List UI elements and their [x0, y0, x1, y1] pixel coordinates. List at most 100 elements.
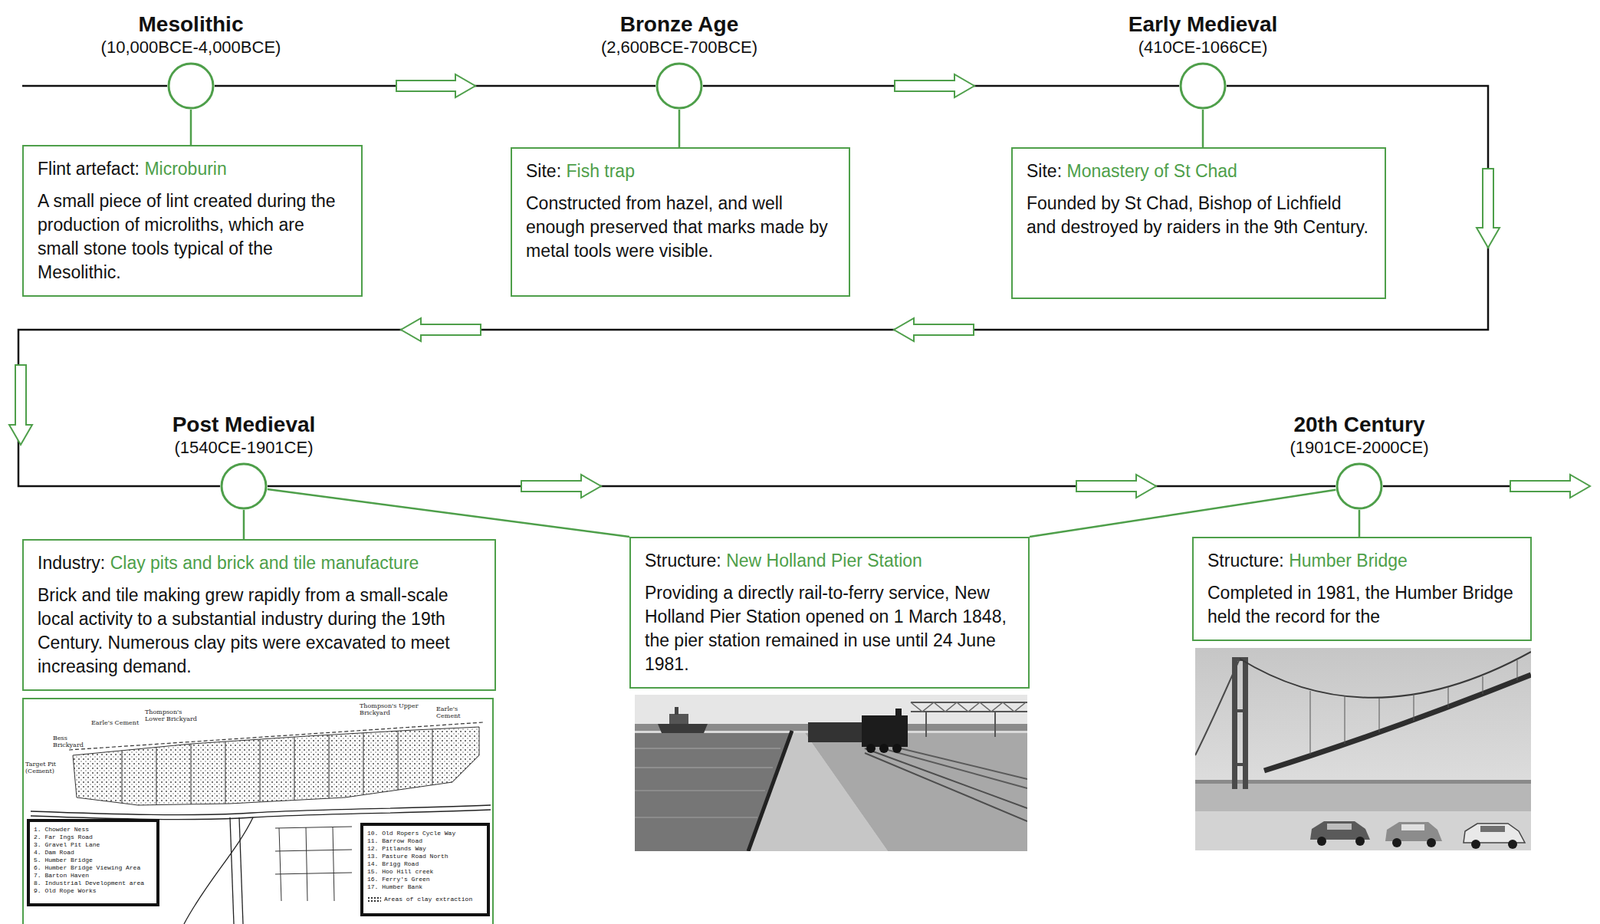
timeline-tail [1383, 485, 1512, 488]
map-key-entry: 15. Hoo Hill creek [367, 867, 486, 876]
period-circle [1335, 462, 1384, 510]
clay-pit-map-drawing [239, 817, 244, 924]
clay-pit-map-drawing [22, 698, 493, 924]
bridge-photo [1392, 837, 1402, 848]
box-body: A small piece of lint created during the… [37, 189, 348, 285]
map-key-entry: 13. Pasture Road North [367, 852, 486, 861]
box-heading: Structure:New Holland Pier Station [644, 548, 1015, 572]
box-body: Constructed from hazel, and well enough … [525, 191, 835, 263]
bridge-photo [1355, 836, 1365, 846]
bridge-photo [1482, 676, 1484, 694]
map-key-entry: 1. Chowder Ness [33, 825, 155, 834]
bridge-photo [1379, 697, 1380, 733]
bridge-photo [1317, 836, 1327, 846]
map-key-entry: 8. Industrial Development area [33, 879, 155, 888]
pier-photo [861, 715, 908, 747]
info-box: Site:Monastery of St ChadFounded by St C… [1011, 147, 1387, 299]
box-body: Providing a directly rail-to-ferry servi… [644, 581, 1015, 677]
clay-pit-map-drawing [156, 728, 158, 809]
heading-kind: Industry: [37, 552, 106, 573]
pier-photo [925, 711, 927, 737]
bridge-photo [1232, 762, 1249, 766]
period-name: Post Medieval [172, 412, 316, 437]
bridge-photo [1232, 709, 1249, 713]
period-node: Post Medieval(1540CE-1901CE) [220, 462, 268, 510]
link-line [1029, 489, 1336, 537]
period-dates: (1540CE-1901CE) [172, 436, 316, 458]
period-dates: (2,600BCE-700BCE) [601, 36, 758, 58]
map-key-entry: 11. Barrow Road [367, 837, 486, 845]
map-label: Bess Brickyard [52, 734, 86, 749]
bridge-photo [1426, 837, 1436, 848]
link-line [243, 509, 246, 539]
clay-pit-map-drawing [294, 728, 296, 809]
map-key-entry: 2. Far Ings Road [33, 833, 155, 842]
timeline-lead-in [22, 85, 168, 88]
box-heading: Flint artefact:Microburin [37, 157, 348, 181]
map-key-entry: 4. Dam Road [33, 848, 155, 857]
heading-kind: Site: [1026, 160, 1062, 181]
direction-arrow [893, 318, 974, 342]
pier-photo [674, 706, 679, 715]
bridge-photo [1195, 658, 1240, 756]
period-circle-outline [657, 63, 702, 109]
period-name: Early Medieval [1128, 12, 1279, 37]
map-key-row: Areas of clay extraction [367, 895, 486, 904]
pier-photo [895, 708, 902, 717]
period-circle-outline [1180, 63, 1226, 109]
link-line [190, 109, 193, 145]
period-circle [655, 62, 704, 110]
bridge-photo [1508, 839, 1518, 849]
pier-photo [634, 694, 1028, 851]
clay-pit-map-drawing [361, 824, 489, 915]
map-key-entry: 17. Humber Bank [367, 883, 486, 891]
bridge-photo [1517, 660, 1518, 681]
pier-photo [808, 722, 864, 743]
box-body: Completed in 1981, the Humber Bridge hel… [1207, 581, 1517, 629]
heading-kind: Flint artefact: [37, 158, 140, 179]
heading-name: Clay pits and brick and tile manufacture [110, 552, 420, 573]
bridge-photo [1327, 823, 1352, 830]
bridge-photo [1195, 647, 1532, 851]
map-label: Thompson's Upper Brickyard [359, 702, 421, 717]
period-caption: Early Medieval(410CE-1066CE) [1128, 12, 1279, 58]
direction-arrow [400, 318, 481, 342]
box-heading: Site:Monastery of St Chad [1026, 159, 1371, 183]
box-body: Founded by St Chad, Bishop of Lichfield … [1026, 191, 1371, 240]
box-body: Brick and tile making grew rapidly from … [37, 583, 481, 679]
pier-photo [748, 730, 792, 851]
heading-name: Microburin [144, 158, 227, 179]
pier-photo [634, 766, 773, 769]
map-key-entry: 12. Pitlands Way [367, 844, 486, 853]
clay-pit-map-drawing [30, 804, 491, 815]
clay-pit-map-drawing [328, 728, 330, 809]
legend-text: Areas of clay extraction [384, 895, 473, 903]
pier-photo [866, 743, 876, 753]
clay-pit-map-drawing [30, 809, 491, 820]
heading-name: Monastery of St Chad [1066, 160, 1237, 181]
pier-photo [910, 702, 1026, 712]
bridge-photo [1413, 693, 1415, 721]
link-line [1202, 109, 1205, 148]
pier-photo [634, 747, 781, 750]
period-circle [167, 62, 215, 110]
direction-arrow [521, 474, 602, 498]
link-line [678, 109, 681, 148]
pier-photo [994, 711, 996, 737]
pier-photo [634, 694, 1028, 851]
heading-name: Fish trap [565, 160, 635, 181]
pier-photo [910, 701, 1028, 704]
map-key-entry: 6. Humber Bridge Viewing Area [33, 864, 155, 872]
clay-pit-map-drawing [229, 817, 234, 924]
heading-kind: Structure: [1207, 550, 1285, 571]
direction-arrow [1510, 474, 1591, 498]
pier-photo [634, 694, 1028, 726]
heading-kind: Site: [525, 160, 562, 181]
clay-pit-map-drawing [275, 826, 352, 901]
bridge-photo [1264, 674, 1532, 771]
period-circle-outline [168, 63, 214, 109]
map-key-entry: 14. Brigg Road [367, 860, 486, 868]
clay-pit-map-drawing [190, 728, 192, 809]
period-dates: (410CE-1066CE) [1128, 36, 1279, 58]
